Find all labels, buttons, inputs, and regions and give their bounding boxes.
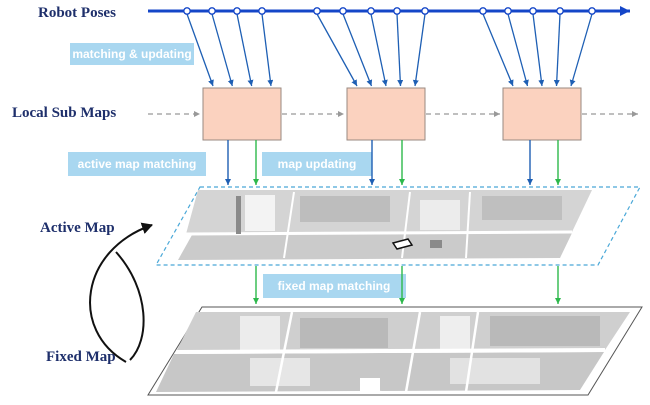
pose-arrow-2-3 <box>370 13 388 87</box>
pose-arrow-1-4 <box>261 13 274 87</box>
pose-arrow-1-1 <box>186 13 214 87</box>
pose-node-2-3 <box>367 7 375 15</box>
tag-matching-updating <box>70 43 194 65</box>
pose-node-2-5 <box>421 7 429 15</box>
pose-arrow-3-3 <box>532 13 545 87</box>
pose-node-1-4 <box>258 7 266 15</box>
tag-fixed-map-matching <box>263 274 406 298</box>
pose-node-1-2 <box>208 7 216 15</box>
pose-node-3-2 <box>504 7 512 15</box>
robot-poses-label: Robot Poses <box>38 5 116 21</box>
pose-node-1-3 <box>233 7 241 15</box>
pose-node-2-2 <box>339 7 347 15</box>
tag-map-updating <box>262 152 372 176</box>
pose-node-3-5 <box>588 7 596 15</box>
tag-active-map-matching <box>68 152 206 176</box>
active-fixed-cycle-arrow-up <box>89 222 153 363</box>
local-sub-maps-label: Local Sub Maps <box>12 105 116 121</box>
active-fixed-cycle-arrow-down <box>115 251 145 361</box>
pose-node-2-4 <box>393 7 401 15</box>
active-map-plane <box>154 186 642 266</box>
fixed-map-label: Fixed Map <box>46 349 116 365</box>
submap-3 <box>502 87 582 141</box>
tag-active-map-matching-text: active map matching <box>78 157 197 171</box>
pose-arrow-3-1 <box>482 13 514 87</box>
pose-node-3-3 <box>529 7 537 15</box>
submap-1 <box>202 87 282 141</box>
tag-map-updating-text: map updating <box>278 157 357 171</box>
tag-matching-updating-text: matching & updating <box>72 47 191 61</box>
pose-nodes <box>183 7 596 15</box>
pose-arrow-3-4 <box>553 13 561 87</box>
pose-node-3-4 <box>556 7 564 15</box>
pose-arrow-1-2 <box>211 13 234 87</box>
pose-arrow-2-4 <box>396 13 404 87</box>
pose-node-3-1 <box>479 7 487 15</box>
pose-arrow-3-5 <box>569 13 593 87</box>
active-map-label: Active Map <box>40 220 115 236</box>
pose-arrow-2-1 <box>316 13 358 87</box>
pose-arrow-2-2 <box>342 13 373 87</box>
pose-to-submap-arrows <box>186 13 593 87</box>
tag-fixed-map-matching-text: fixed map matching <box>278 279 391 293</box>
submap-2 <box>346 87 426 141</box>
pose-arrow-1-3 <box>236 13 254 87</box>
pose-arrow-3-2 <box>507 13 529 87</box>
pose-node-2-1 <box>313 7 321 15</box>
robot-marker <box>391 238 414 250</box>
fixed-map-plane <box>147 306 643 396</box>
pose-node-1-1 <box>183 7 191 15</box>
pose-arrow-2-5 <box>412 13 426 87</box>
